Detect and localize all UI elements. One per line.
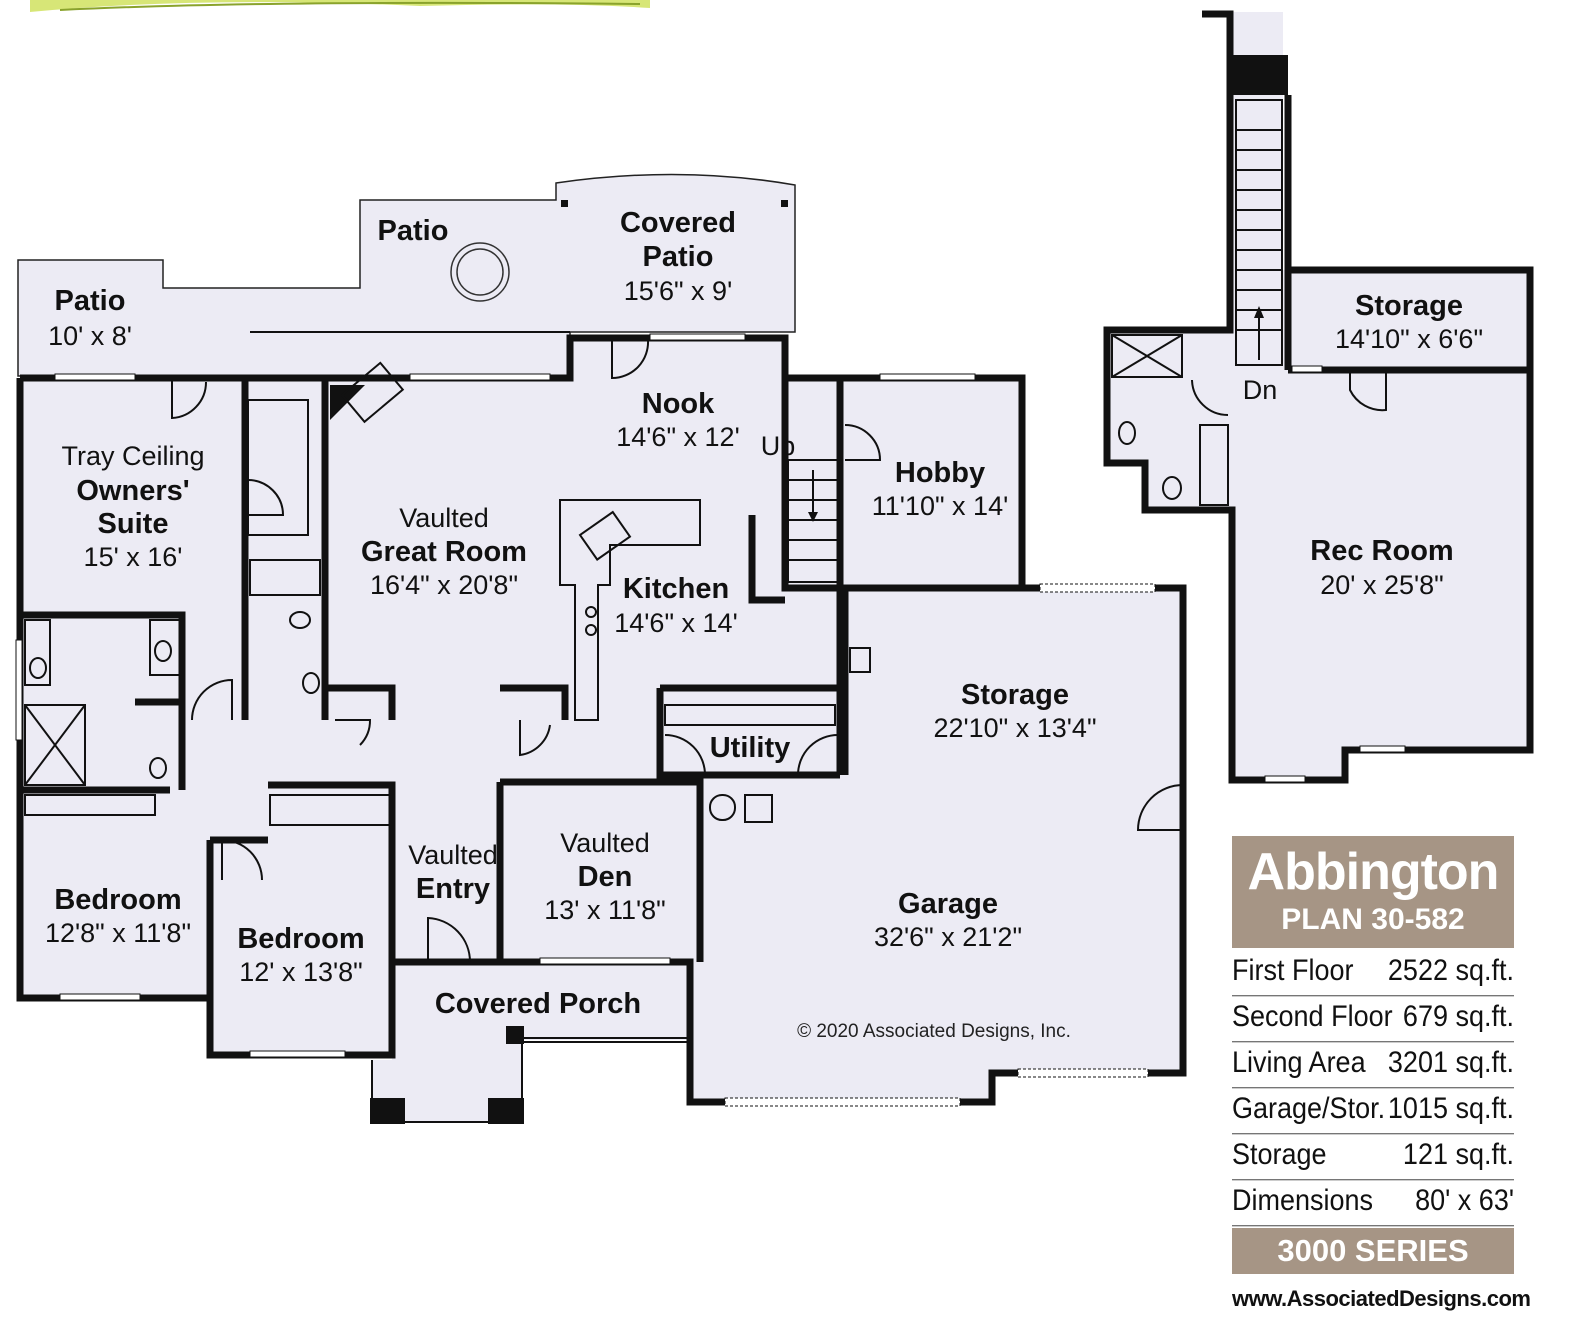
stat-label: Storage [1232, 1137, 1327, 1171]
windows [15, 333, 1156, 1107]
patio-areas [17, 173, 796, 381]
upper-stairs [1235, 99, 1283, 366]
hobby-name: Hobby [895, 457, 985, 489]
website-link[interactable]: www.AssociatedDesigns.com [1232, 1286, 1531, 1311]
plan-number: PLAN 30-582 [1281, 903, 1465, 936]
owners-suite-line3: Suite [98, 508, 169, 540]
stat-label: Garage/Stor. [1232, 1091, 1386, 1125]
storage-upper-name: Storage [1355, 290, 1463, 322]
owners-suite-dim: 15' x 16' [84, 542, 183, 572]
den-dim: 13' x 11'8" [544, 895, 665, 925]
stat-value: 80' x 63' [1415, 1183, 1514, 1217]
nook-name: Nook [642, 388, 715, 420]
main-floor [15, 333, 1187, 1124]
covered-patio-name1: Covered [620, 207, 736, 239]
plan-info-box: Abbington PLAN 30-582 First Floor 2522 s… [1232, 836, 1531, 1312]
rec-room-name: Rec Room [1310, 535, 1453, 567]
den-line1: Vaulted [560, 828, 650, 858]
kitchen-name: Kitchen [623, 573, 729, 605]
stair-up-label: Up [761, 431, 796, 461]
bedroom-mid-dim: 12' x 13'8" [239, 957, 362, 987]
bedroom-mid-name: Bedroom [237, 923, 364, 955]
series-badge: 3000 SERIES [1232, 1228, 1514, 1274]
stat-label: Second Floor [1232, 999, 1393, 1033]
owners-suite-line2: Owners' [76, 475, 189, 507]
stat-value: 1015 sq.ft. [1387, 1091, 1514, 1125]
garage-name: Garage [898, 888, 998, 920]
hobby-dim: 11'10" x 14' [872, 491, 1009, 521]
patio-left-dim: 10' x 8' [48, 321, 132, 351]
stat-value: 2522 sq.ft. [1387, 953, 1514, 987]
entry-line2: Entry [416, 873, 490, 905]
upper-floor [1103, 10, 1534, 784]
stat-row: Storage 121 sq.ft. [1232, 1130, 1514, 1181]
patio-top-name: Patio [378, 215, 449, 247]
patio-left-name: Patio [55, 285, 126, 317]
stat-value: 3201 sq.ft. [1387, 1045, 1514, 1079]
main-stairs [787, 459, 839, 583]
stat-value: 121 sq.ft. [1402, 1137, 1514, 1171]
storage-upper-dim: 14'10" x 6'6" [1335, 324, 1483, 354]
stat-value: 679 sq.ft. [1402, 999, 1514, 1033]
bedroom-left-name: Bedroom [54, 884, 181, 916]
stat-row: Second Floor 679 sq.ft. [1232, 992, 1514, 1043]
plan-title-block: Abbington PLAN 30-582 [1232, 836, 1514, 948]
grass-decoration [30, 0, 650, 12]
great-room-line1: Vaulted [399, 503, 489, 533]
stat-row: First Floor 2522 sq.ft. [1232, 946, 1514, 997]
stat-label: First Floor [1232, 953, 1354, 987]
stat-row: Living Area 3201 sq.ft. [1232, 1038, 1514, 1089]
covered-patio-dim: 15'6" x 9' [624, 276, 732, 306]
plan-stats: First Floor 2522 sq.ft. Second Floor 679… [1232, 946, 1514, 1227]
room-labels: Patio 10' x 8' Patio Covered Patio 15'6"… [45, 207, 1483, 1042]
garage-dim: 32'6" x 21'2" [874, 922, 1022, 952]
stair-down-label: Dn [1243, 375, 1278, 405]
great-room-line2: Great Room [361, 536, 527, 568]
great-room-dim: 16'4" x 20'8" [370, 570, 518, 600]
covered-patio-name2: Patio [643, 241, 714, 273]
kitchen-dim: 14'6" x 14' [614, 608, 737, 638]
entry-line1: Vaulted [408, 840, 498, 870]
rec-room-dim: 20' x 25'8" [1320, 570, 1443, 600]
stat-row: Dimensions 80' x 63' [1232, 1176, 1514, 1227]
den-line2: Den [578, 861, 633, 893]
stat-label: Dimensions [1232, 1183, 1374, 1217]
utility-name: Utility [710, 732, 791, 764]
stat-label: Living Area [1232, 1045, 1366, 1079]
nook-dim: 14'6" x 12' [616, 422, 739, 452]
storage-garage-name: Storage [961, 679, 1069, 711]
plan-title: Abbington [1247, 843, 1500, 901]
copyright: © 2020 Associated Designs, Inc. [797, 1021, 1071, 1042]
covered-porch-name: Covered Porch [435, 988, 641, 1020]
storage-garage-dim: 22'10" x 13'4" [933, 713, 1096, 743]
owners-suite-line1: Tray Ceiling [61, 441, 204, 471]
stat-row: Garage/Stor. 1015 sq.ft. [1232, 1084, 1514, 1135]
bedroom-left-dim: 12'8" x 11'8" [45, 918, 191, 948]
